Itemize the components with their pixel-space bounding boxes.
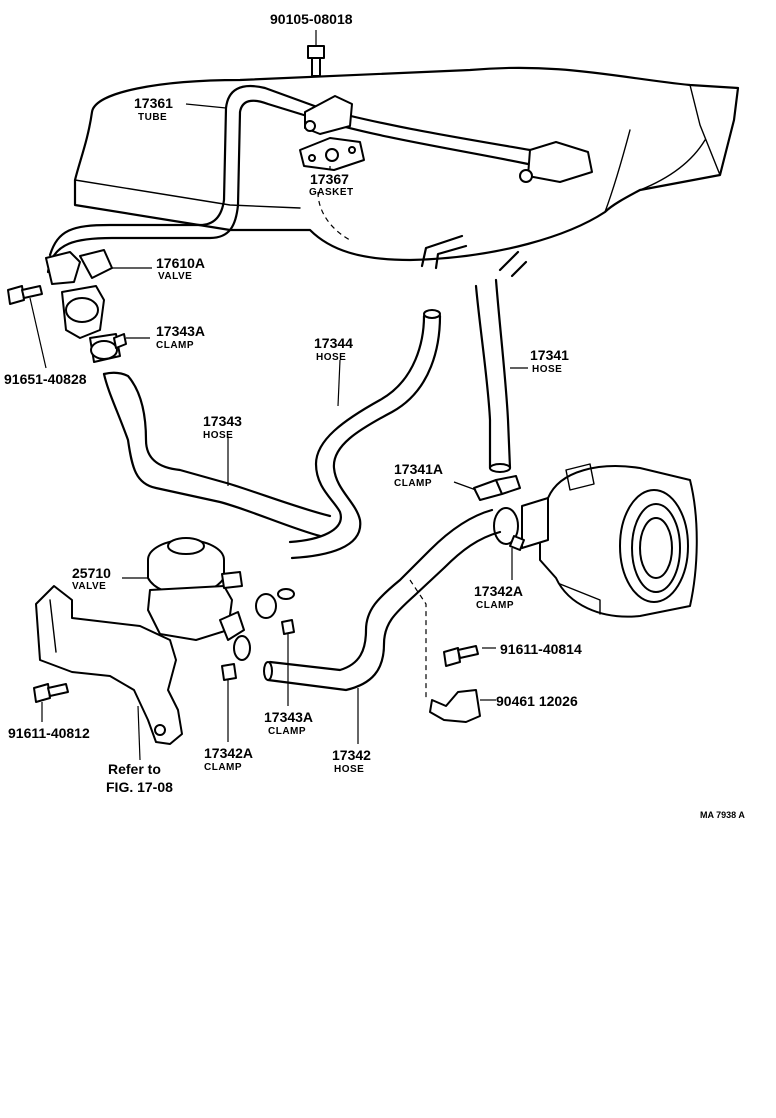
label-17343A-top: 17343A <box>156 323 205 339</box>
clamp-17343A-bottom-icon <box>255 588 295 706</box>
label-clamp-bottom: CLAMP <box>268 726 306 737</box>
reference-line-1: Refer to <box>108 761 161 777</box>
label-17367: 17367 <box>310 171 349 187</box>
label-hose-17342: HOSE <box>334 764 364 775</box>
air-cleaner-housing <box>73 66 740 262</box>
label-17343: 17343 <box>203 413 242 429</box>
label-17610A: 17610A <box>156 255 205 271</box>
hose-17341 <box>420 234 528 473</box>
label-hose-17343: HOSE <box>203 430 233 441</box>
label-91611-40812: 91611-40812 <box>8 725 90 741</box>
label-90461-12026: 90461 12026 <box>496 693 578 709</box>
hose-17343 <box>102 371 332 538</box>
label-clamp-17342A-bottom: CLAMP <box>204 762 242 773</box>
label-valve-top: VALVE <box>158 271 192 282</box>
valve-25710 <box>122 537 245 641</box>
gasket-17367 <box>299 137 365 171</box>
label-17343A-bottom: 17343A <box>264 709 313 725</box>
label-17344: 17344 <box>314 335 353 351</box>
clamp-17343A-top-icon <box>90 333 150 360</box>
label-91651-40828: 91651-40828 <box>4 371 87 387</box>
tube-17361 <box>46 84 593 274</box>
hose-17344 <box>288 309 442 560</box>
clamp-17342A-bottom-icon <box>221 635 251 742</box>
label-91611-40814: 91611-40814 <box>500 641 582 657</box>
label-17341: 17341 <box>530 347 569 363</box>
label-90105-08018: 90105-08018 <box>270 11 353 27</box>
hose-17342 <box>263 508 502 744</box>
label-17342A-right: 17342A <box>474 583 523 599</box>
label-clamp-top: CLAMP <box>156 340 194 351</box>
label-clamp-17341A: CLAMP <box>394 478 432 489</box>
bolt-left-icon <box>7 285 47 369</box>
label-17341A: 17341A <box>394 461 443 477</box>
mounting-bracket <box>35 585 183 745</box>
bolt-top-icon <box>307 30 325 77</box>
label-hose-17341: HOSE <box>532 364 562 375</box>
label-gasket: GASKET <box>309 187 354 198</box>
bolt-right-icon <box>443 645 496 667</box>
air-pump <box>521 463 698 618</box>
label-valve-25710: VALVE <box>72 581 106 592</box>
label-17342A-bottom: 17342A <box>204 745 253 761</box>
clamp-17341A-icon <box>473 475 521 501</box>
reference-line-2: FIG. 17-08 <box>106 779 173 795</box>
label-hose-17344: HOSE <box>316 352 346 363</box>
bracket-clip-icon <box>429 689 496 723</box>
label-clamp-17342A-right: CLAMP <box>476 600 514 611</box>
label-25710: 25710 <box>72 565 111 581</box>
callout-labels: 90105-08018 17361 TUBE 17367 GASKET 1761… <box>4 11 745 820</box>
bolt-bottom-left-icon <box>33 683 69 722</box>
clamp-17342A-right-icon <box>493 507 525 580</box>
label-17361: 17361 <box>134 95 173 111</box>
figure-code: MA 7938 A <box>700 810 745 820</box>
label-tube: TUBE <box>138 112 167 123</box>
label-17342: 17342 <box>332 747 371 763</box>
